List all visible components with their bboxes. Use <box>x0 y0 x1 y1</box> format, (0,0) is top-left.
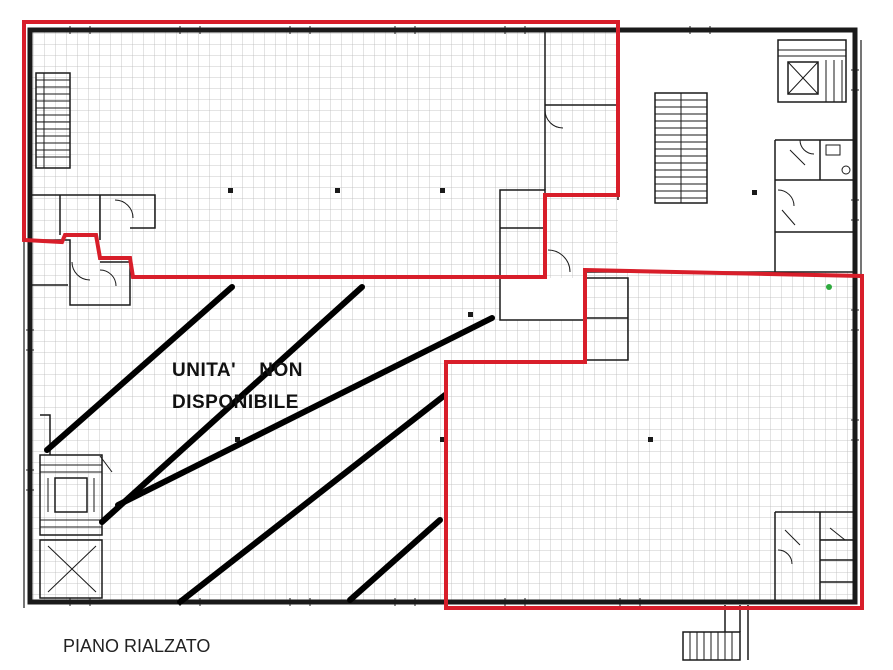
elevator-icon <box>39 414 113 599</box>
column-icon <box>228 188 757 442</box>
staircase-icon <box>682 605 749 661</box>
door-swing-icon <box>71 109 815 565</box>
unavailable-unit-label-2: DISPONIBILE <box>172 392 299 413</box>
unavailable-unit-label: UNITA' NON <box>172 360 303 381</box>
elevator-icon <box>777 39 847 103</box>
staircase-icon <box>35 72 71 169</box>
bottom-right-rooms <box>774 511 855 602</box>
available-unit-outline <box>22 20 864 610</box>
unavailable-hatch <box>44 284 495 605</box>
tiled-floor <box>30 30 855 602</box>
staircase-icon <box>654 92 708 204</box>
floor-name: PIANO RIALZATO <box>63 636 211 656</box>
toilet-icon <box>781 144 851 226</box>
status-marker <box>826 284 832 290</box>
